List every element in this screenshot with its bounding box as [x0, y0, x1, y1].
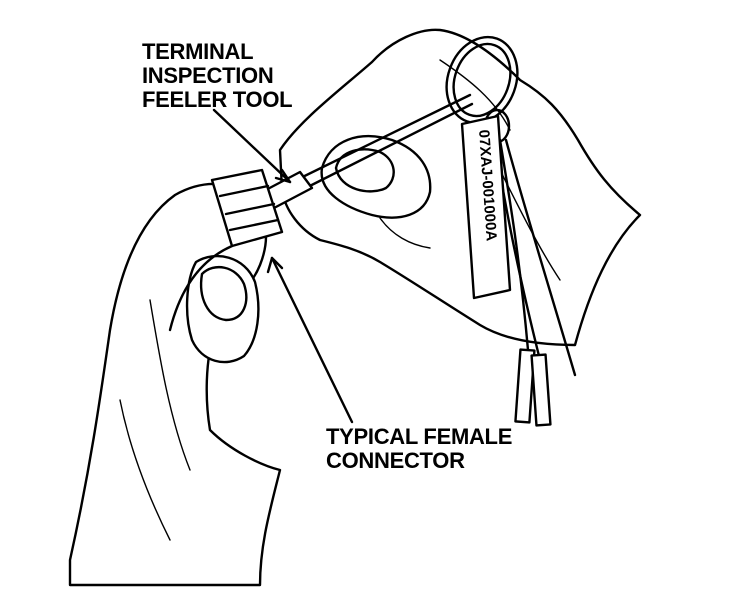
- label-typical-female-connector: TYPICAL FEMALE CONNECTOR: [326, 425, 512, 473]
- right-thumb-crease: [379, 217, 431, 249]
- label-tool-line-3: FEELER TOOL: [142, 87, 293, 112]
- leader-arrow-tool: [274, 168, 292, 184]
- left-hand-crease: [149, 299, 191, 471]
- connector-ridge-3: [228, 218, 280, 232]
- key-ring-inner: [452, 42, 512, 118]
- connector-ridge-2: [224, 202, 276, 216]
- leader-arrow-connector: [266, 256, 284, 274]
- key-ring: [445, 35, 519, 125]
- feeler-tool-rod-edge: [280, 102, 474, 202]
- label-terminal-inspection-feeler-tool: TERMINAL INSPECTION FEELER TOOL: [142, 39, 293, 112]
- probe-wire-2: [504, 138, 577, 377]
- left-thumbnail: [199, 265, 248, 322]
- female-connector: [210, 168, 284, 248]
- pin-connector-2: [530, 353, 552, 427]
- right-hand: [278, 28, 642, 347]
- right-finger-line: [439, 59, 511, 131]
- leader-line-connector: [270, 256, 354, 424]
- left-hand-crease-2: [119, 399, 171, 541]
- left-thumb: [185, 254, 260, 364]
- tool-tag: [460, 114, 512, 300]
- label-tool-line-1: TERMINAL: [142, 39, 254, 64]
- leader-line-tool: [212, 108, 292, 184]
- right-thumb: [320, 135, 432, 219]
- probe-wire-1: [498, 138, 530, 352]
- label-connector-line-2: CONNECTOR: [326, 448, 465, 473]
- connector-ridge-1: [218, 184, 270, 198]
- feeler-tool-rod: [274, 93, 472, 192]
- connector-wire: [168, 244, 234, 332]
- pin-connector-1: [514, 348, 536, 424]
- label-connector-line-1: TYPICAL FEMALE: [326, 424, 513, 449]
- left-hand: [68, 182, 282, 587]
- label-tool-line-2: INSPECTION: [142, 63, 274, 88]
